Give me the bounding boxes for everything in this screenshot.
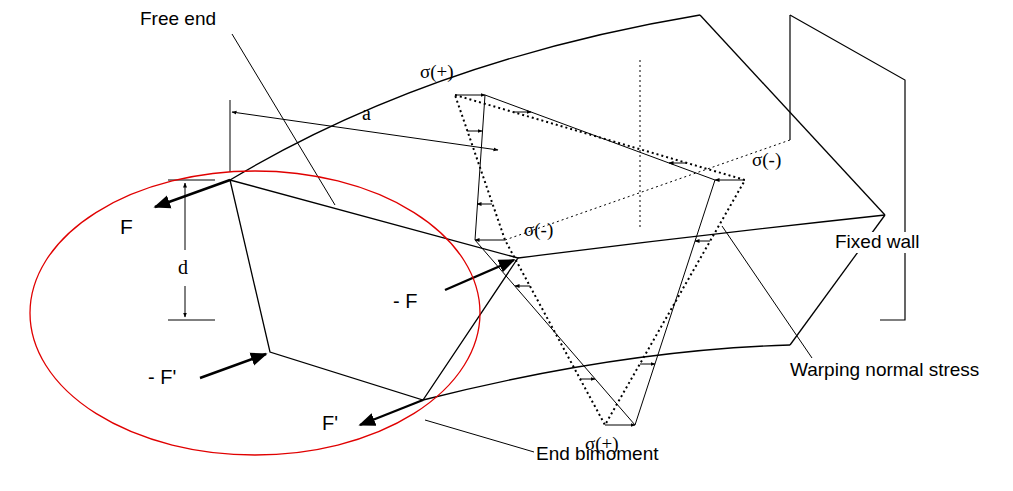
stress-label: σ(+) — [420, 62, 454, 83]
wall-label: Fixed wall — [833, 232, 921, 253]
force-label: F — [120, 215, 133, 238]
box-beam — [230, 15, 885, 400]
dimension-d — [168, 180, 215, 320]
stress-arrows — [455, 95, 745, 425]
force-label: F' — [322, 412, 338, 434]
force-arrows — [155, 180, 514, 425]
dimension-a — [230, 100, 498, 172]
stress-label: σ(-) — [524, 220, 553, 241]
bimoment-ellipse — [30, 171, 480, 455]
dimension-label: d — [178, 256, 188, 278]
fixed-wall — [790, 15, 905, 320]
bimoment-label: End bimoment — [536, 444, 659, 465]
free-end-label: Free end — [140, 9, 216, 30]
leader-lines — [232, 34, 812, 452]
dimension-label: a — [362, 102, 371, 124]
hidden-edges — [505, 60, 790, 240]
stress-label: σ(-) — [752, 150, 781, 171]
force-label: - F — [393, 290, 417, 312]
cross-section — [455, 95, 745, 425]
force-label: - F' — [148, 366, 176, 388]
stress-label: Warping normal stress — [790, 360, 979, 381]
